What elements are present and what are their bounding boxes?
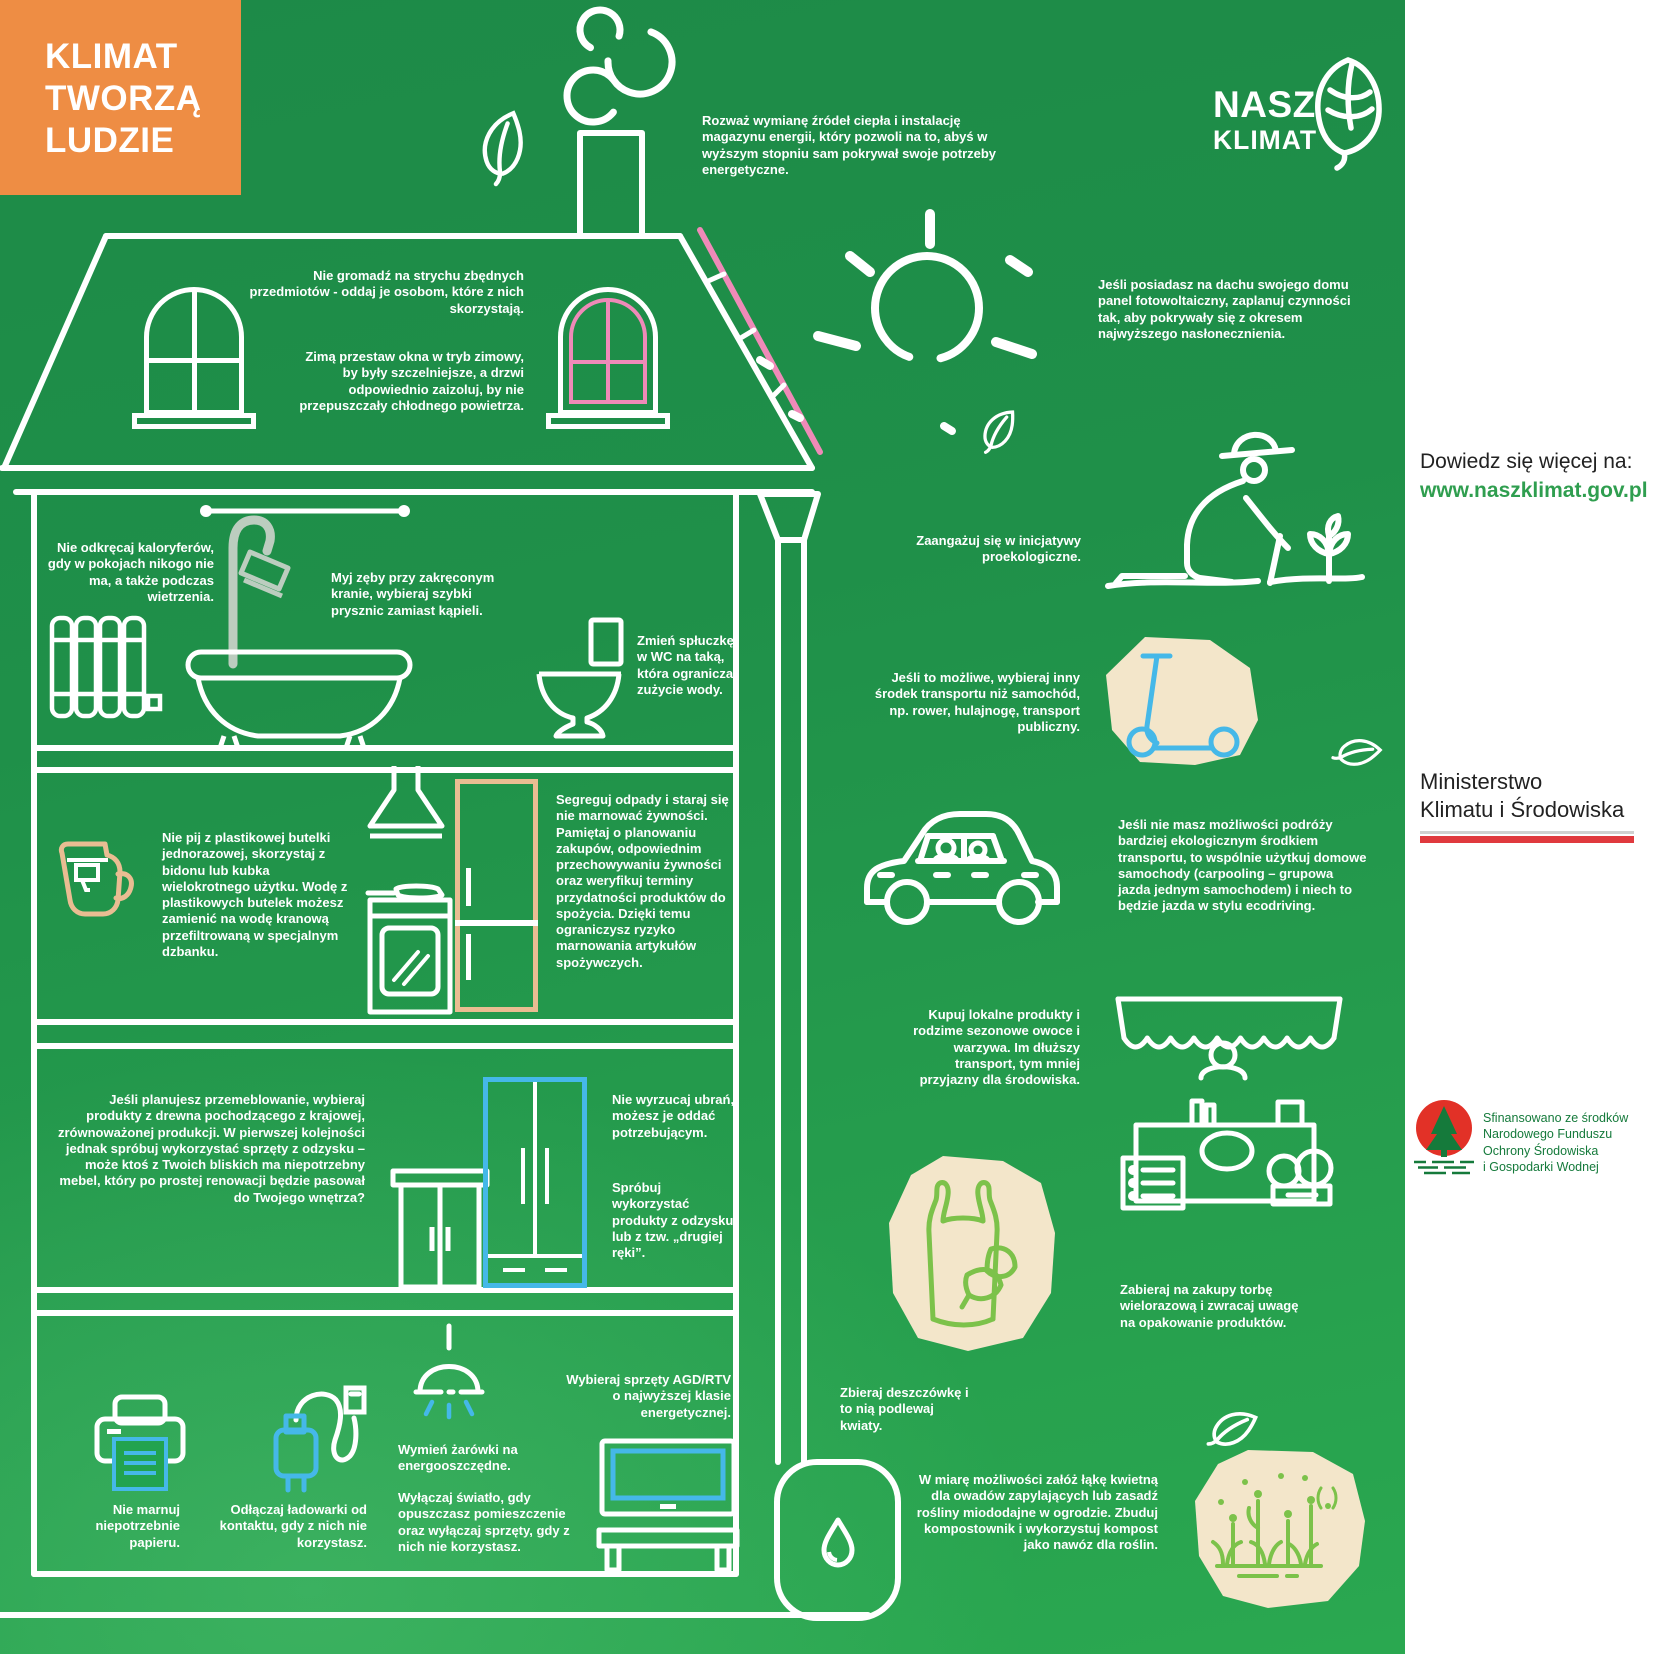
house-outline [697,227,901,1621]
water-drop-icon [821,1517,855,1568]
window-mullion [149,358,239,363]
more-info-label: Dowiedz się więcej na: [1420,450,1633,473]
flag-underline [1420,836,1634,843]
window-mullion [606,302,610,400]
ministry-line: Ministerstwo [1420,769,1543,794]
website-link[interactable]: www.naszklimat.gov.pl [1420,479,1648,502]
stove-icon [365,883,453,1015]
poster-background: KLIMAT TWORZĄ LUDZIE NASZ KLIMAT [0,0,1405,1654]
meadow-icon [1195,1450,1365,1608]
tip-clothes: Nie wyrzucaj ubrań, możesz je oddać potr… [612,1092,735,1140]
wardrobe-drawer-handle [503,1268,525,1272]
tip-rainwater: Zbieraj deszczówkę i to nią podlewaj kwi… [840,1385,969,1433]
radiator-icon [49,615,163,719]
title-line: LUDZIE [45,121,175,160]
fridge-handle [466,934,471,980]
bathtub-shower-icon [185,515,413,751]
ministry-line: Klimatu i Środowiska [1420,796,1625,822]
brand-logo: NASZ KLIMAT [1213,86,1317,154]
brand-leaf-icon [1315,57,1382,171]
sidebar: Dowiedz się więcej na: www.naszklimat.go… [1405,0,1654,1654]
towel-rail-icon [200,505,410,517]
attic-window-pink-icon [558,287,658,415]
tip-chargers: Odłączaj ładowarki od kontaktu, gdy z ni… [219,1502,367,1550]
wardrobe-divider [533,1082,537,1254]
rain-barrel-icon [774,1459,901,1621]
wardrobe-drawer-handle [545,1268,567,1272]
beige-blob [889,1156,1055,1351]
title-line: KLIMAT [45,37,178,76]
tip-solar-panel: Jeśli posiadasz na dachu swojego domu pa… [1098,277,1351,341]
leaf-icon [983,410,1015,454]
window-mullion [191,292,197,410]
window-mullion [573,360,643,364]
printer-icon [94,1394,186,1491]
tv-bench-icon [596,1527,740,1573]
wardrobe-drawer-line [488,1254,582,1258]
tv-icon [599,1438,737,1517]
attic-window-icon [144,287,244,415]
funding-credit: Sfinansowano ze środków Narodowego Fundu… [1483,1110,1628,1175]
tip-paper: Nie marnuj niepotrzebnie papieru. [95,1502,180,1550]
tip-radiators: Nie odkręcaj kaloryferów, gdy w pokojach… [47,540,214,604]
wardrobe-handle [521,1148,525,1204]
ministry-name: Ministerstwo Klimatu i Środowiska [1420,768,1624,823]
fridge-handle [466,868,471,906]
window-sill [132,413,256,429]
shopping-bag-icon [889,1156,1055,1351]
tip-eco-initiatives: Zaangażuj się w inicjatywy proekologiczn… [916,533,1081,565]
sun-icon [756,209,1037,435]
tip-toilet: Zmień spłuczkę w WC na taką, która ogran… [637,633,734,697]
window-sill [546,413,670,429]
tip-transport-alt: Jeśli to możliwe, wybieraj inny środek t… [874,670,1080,734]
tip-appliances: Wybieraj sprzęty AGD/RTV o najwyższej kl… [566,1372,731,1420]
flag-underline [1420,831,1634,834]
toilet-icon [536,617,624,739]
tip-attic: Nie gromadź na strychu zbędnych przedmio… [249,268,524,316]
tip-waste: Segreguj odpady i staraj się nie marnowa… [556,792,729,970]
funding-line: Sfinansowano ze środków [1483,1111,1629,1125]
fridge-divider [455,920,538,926]
leaf-icon [1206,1412,1259,1446]
beige-blob [1106,637,1258,765]
brand-name-top: NASZ [1213,84,1316,125]
tip-windows-winter: Zimą przestaw okna w tryb zimowy, by był… [299,349,524,413]
brand-name-bottom: KLIMAT [1213,125,1318,155]
cabinet-icon [390,1168,490,1290]
kitchen-hood-icon [367,766,445,839]
water-jug-icon [58,841,134,917]
funding-line: i Gospodarki Wodnej [1483,1159,1599,1174]
car-icon [864,811,1060,925]
tip-lights-off: Wyłączaj światło, gdy opuszczasz pomiesz… [398,1490,570,1554]
tip-teeth: Myj zęby przy zakręconym kranie, wybiera… [331,570,495,618]
tip-bottle: Nie pij z plastikowej butelki jednorazow… [162,830,348,959]
gardener-icon [1105,431,1365,589]
tip-furniture: Jeśli planujesz przemeblowanie, wybieraj… [58,1092,365,1205]
nfos-emblem-icon [1414,1100,1474,1175]
title-badge: KLIMAT TWORZĄ LUDZIE [0,0,241,195]
tip-second-hand: Spróbuj wykorzystać produkty z odzysku l… [612,1180,734,1260]
scooter-icon [1106,637,1258,765]
beige-blob [1195,1450,1365,1608]
smoke-icon [563,6,676,126]
tip-heat-source: Rozważ wymianę źródeł ciepła i instalacj… [702,113,997,177]
wardrobe-icon [483,1077,587,1288]
title-line: TWORZĄ [45,79,202,118]
tip-bulbs: Wymień żarówki na energooszczędne. [398,1442,518,1474]
pink-window-frame [569,298,647,404]
fridge-icon [455,779,538,1012]
funding-line: Ochrony Środowiska [1483,1143,1599,1158]
charger-icon [273,1385,367,1493]
tip-carpooling: Jeśli nie masz możliwości podróży bardzi… [1118,817,1367,914]
wardrobe-handle [545,1148,549,1204]
lamp-icon [413,1323,485,1420]
leaf-icon [482,110,523,187]
market-stall-icon [1115,996,1343,1211]
tip-meadow: W miarę możliwości załóż łąkę kwietną dl… [916,1472,1158,1552]
funding-line: Narodowego Funduszu [1483,1127,1613,1142]
tip-reusable-bag: Zabieraj na zakupy torbę wielorazową i z… [1120,1282,1299,1330]
leaf-icon [1331,739,1383,766]
tip-local-products: Kupuj lokalne produkty i rodzime sezonow… [913,1007,1080,1087]
